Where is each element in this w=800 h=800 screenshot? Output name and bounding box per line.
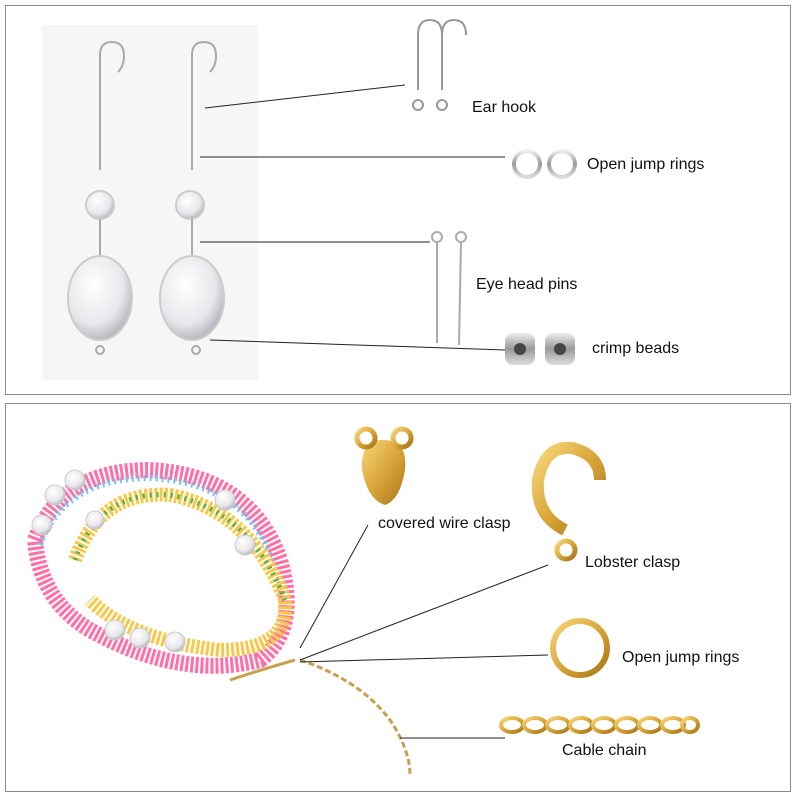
open-jump-ring-gold-image	[550, 618, 610, 678]
top-leader-lines	[200, 84, 506, 351]
label-covered-wire-clasp: covered wire clasp	[378, 515, 511, 532]
label-lobster-clasp: Lobster clasp	[585, 554, 681, 571]
cable-chain-image	[499, 716, 700, 734]
bottom-leader-lines	[299, 524, 549, 739]
covered-wire-clasp-image	[354, 426, 414, 505]
earrings-photo	[42, 25, 258, 380]
left-earring	[67, 40, 133, 355]
eye-head-pins-image	[431, 231, 467, 346]
ear-hook-image	[412, 18, 467, 111]
crimp-beads-image	[505, 333, 575, 365]
label-ear-hook: Ear hook	[472, 99, 537, 116]
lobster-clasp-image	[531, 441, 606, 562]
label-open-jump-rings-gold: Open jump rings	[622, 649, 740, 666]
label-cable-chain: Cable chain	[562, 742, 647, 759]
label-open-jump-rings-silver: Open jump rings	[587, 156, 705, 173]
label-eye-head-pins: Eye head pins	[476, 276, 578, 293]
bracelet-photo	[26, 461, 412, 776]
right-earring	[159, 40, 225, 355]
open-jump-rings-image	[512, 149, 577, 179]
label-crimp-beads: crimp beads	[592, 340, 680, 357]
